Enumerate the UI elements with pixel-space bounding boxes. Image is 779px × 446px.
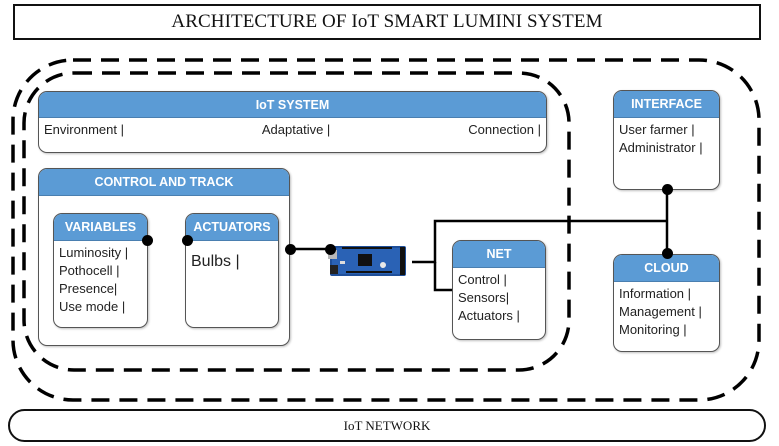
control-track-header: CONTROL AND TRACK <box>39 169 289 196</box>
net-card: NET Control | Sensors| Actuators | <box>452 240 546 340</box>
item-management: Management | <box>619 304 702 319</box>
connector-dot-board <box>324 243 336 255</box>
iot-system-card: IoT SYSTEM Environment | Adaptative | Co… <box>38 91 547 153</box>
cloud-header: CLOUD <box>614 255 719 282</box>
interface-items: User farmer | Administrator | <box>614 118 719 160</box>
item-monitoring: Monitoring | <box>619 322 687 337</box>
item-luminosity: Luminosity | <box>59 245 129 260</box>
actuators-header: ACTUATORS <box>186 214 278 241</box>
variables-items: Luminosity | Pothocell | Presence| Use m… <box>54 241 147 319</box>
diagram-title: ARCHITECTURE OF IoT SMART LUMINI SYSTEM <box>13 4 761 40</box>
connector-dot-control <box>284 243 296 255</box>
net-items: Control | Sensors| Actuators | <box>453 268 545 328</box>
item-actuators: Actuators | <box>458 308 520 323</box>
variables-header: VARIABLES <box>54 214 147 241</box>
item-user-farmer: User farmer | <box>619 122 695 137</box>
iot-network-bar: IoT NETWORK <box>8 409 766 442</box>
connector-dot-variables <box>141 234 153 246</box>
actuators-card: ACTUATORS Bulbs | <box>185 213 279 328</box>
iot-system-items: Environment | Adaptative | Connection | <box>39 118 546 137</box>
connector-dot-interface <box>661 183 673 195</box>
cloud-card: CLOUD Information | Management | Monitor… <box>613 254 720 352</box>
item-information: Information | <box>619 286 692 301</box>
cloud-items: Information | Management | Monitoring | <box>614 282 719 342</box>
item-use-mode: Use mode | <box>59 299 126 314</box>
item-administrator: Administrator | <box>619 140 703 155</box>
variables-card: VARIABLES Luminosity | Pothocell | Prese… <box>53 213 148 328</box>
interface-header: INTERFACE <box>614 91 719 118</box>
item-control: Control | <box>458 272 507 287</box>
connector-dot-actuators <box>181 234 193 246</box>
net-header: NET <box>453 241 545 268</box>
interface-card: INTERFACE User farmer | Administrator | <box>613 90 720 190</box>
item-connection: Connection | <box>468 122 541 137</box>
item-presence: Presence| <box>59 281 118 296</box>
connector-dot-cloud <box>661 247 673 259</box>
actuators-items: Bulbs | <box>186 241 278 274</box>
item-adaptative: Adaptative | <box>261 122 331 137</box>
item-photocell: Pothocell | <box>59 263 120 278</box>
iot-system-header: IoT SYSTEM <box>39 92 546 118</box>
arduino-board-icon <box>328 246 406 276</box>
item-environment: Environment | <box>44 122 124 137</box>
item-sensors: Sensors| <box>458 290 510 305</box>
item-bulbs: Bulbs | <box>191 253 240 270</box>
